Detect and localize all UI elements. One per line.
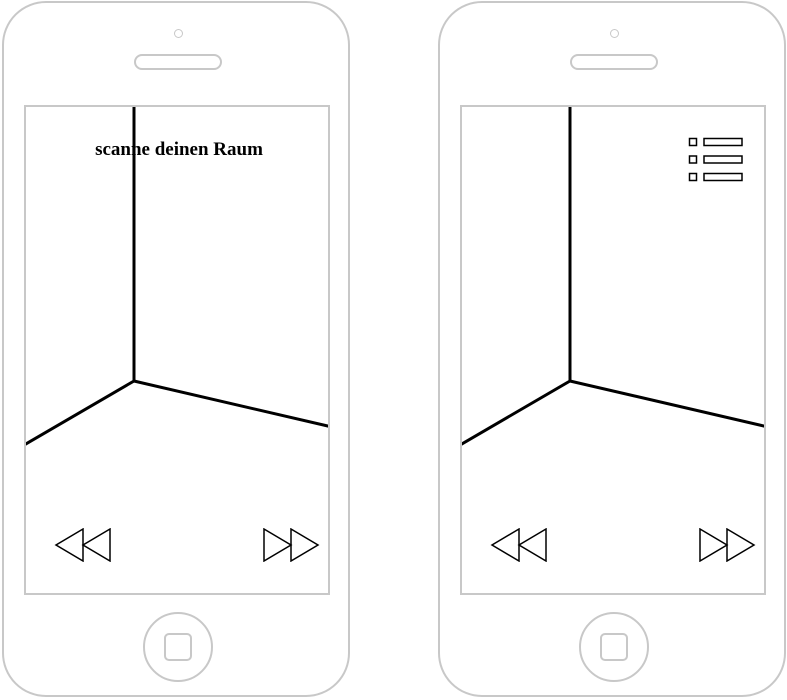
front-camera [174, 29, 183, 38]
home-square-icon [164, 633, 192, 661]
list-menu-button[interactable] [688, 137, 744, 183]
home-button[interactable] [143, 612, 213, 682]
next-button[interactable] [698, 528, 756, 562]
next-button[interactable] [262, 528, 320, 562]
list-icon [688, 137, 743, 182]
rewind-icon [54, 528, 111, 562]
home-square-icon [600, 633, 628, 661]
phone-frame: scanne deinen Raum [2, 1, 350, 697]
fast-forward-icon [263, 528, 320, 562]
phone-screen [460, 105, 766, 595]
room-corner-lines [26, 107, 328, 446]
previous-button[interactable] [54, 528, 112, 562]
front-camera [610, 29, 619, 38]
earpiece-speaker [570, 54, 658, 70]
rewind-icon [490, 528, 547, 562]
fast-forward-icon [699, 528, 756, 562]
phone-frame [438, 1, 786, 697]
room-corner-lines [462, 107, 764, 446]
previous-button[interactable] [490, 528, 548, 562]
screen-title: scanne deinen Raum [95, 139, 263, 160]
home-button[interactable] [579, 612, 649, 682]
phone-screen: scanne deinen Raum [24, 105, 330, 595]
earpiece-speaker [134, 54, 222, 70]
